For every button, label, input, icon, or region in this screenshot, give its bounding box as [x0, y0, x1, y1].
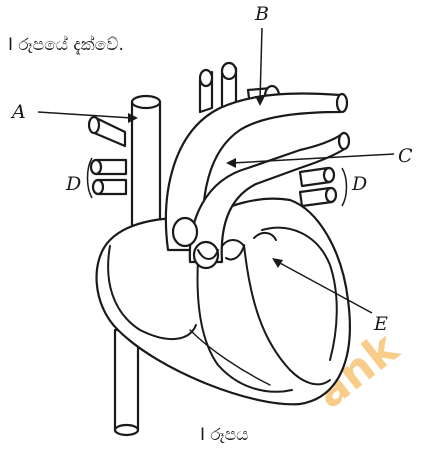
left-pulmonary-veins	[89, 117, 126, 194]
figure-caption: I රූපය	[200, 425, 248, 445]
label-e: E	[373, 313, 388, 335]
label-b: B	[254, 3, 269, 25]
label-a: A	[10, 101, 26, 123]
label-d-right: D	[351, 173, 367, 195]
label-c: C	[398, 145, 413, 167]
figure-title: I රූපයේ දැක්වේ.	[8, 35, 124, 55]
right-pulmonary-veins	[300, 168, 336, 206]
label-d-left: D	[65, 173, 81, 195]
